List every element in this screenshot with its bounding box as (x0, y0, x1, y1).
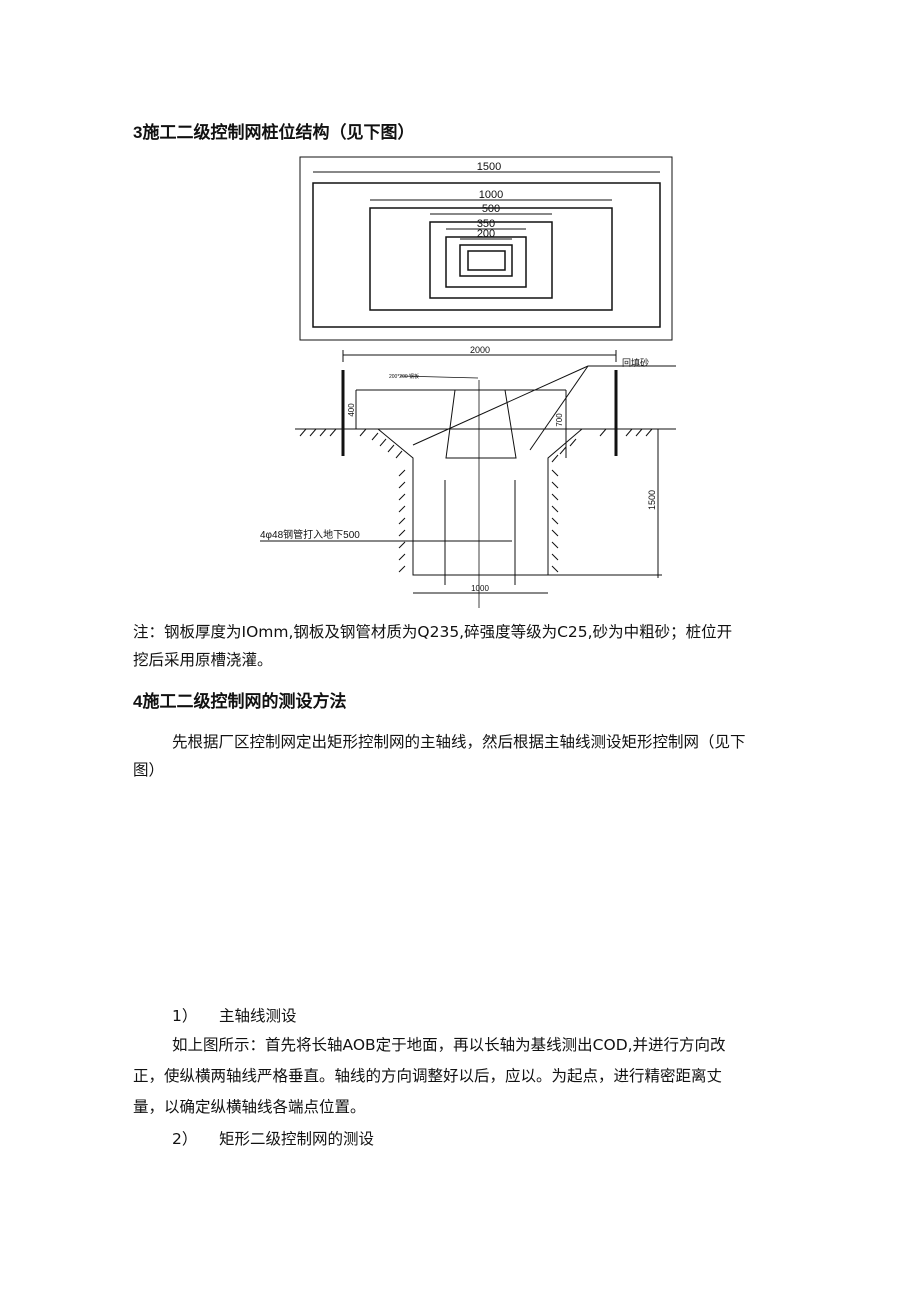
pipe-label: 4φ48钢管打入地下500 (260, 528, 360, 541)
dim-1500: 1500 (477, 161, 501, 173)
dim-500: 500 (482, 203, 500, 215)
dim-1000: 1000 (479, 189, 503, 201)
plate-label: 200*200 钢板 (389, 373, 419, 380)
dim-700: 700 (555, 413, 564, 427)
item1-line-1: 如上图所示：首先将长轴AOB定于地面，再以长轴为基线测出COD,并进行方向改 (172, 1036, 726, 1054)
section4-heading: 4施工二级控制网的测设方法 (133, 692, 347, 711)
section4-para-line-1: 先根据厂区控制网定出矩形控制网的主轴线，然后根据主轴线测设矩形控制网（见下 (172, 733, 746, 751)
dim-1000-pit: 1000 (471, 584, 489, 593)
plan-view: 1500 1000 500 350 200 (299, 156, 673, 341)
section4-para-line-2: 图） (133, 761, 165, 779)
backfill-label: 回填砂 (622, 357, 649, 368)
item1-number: 1） (172, 1007, 198, 1025)
item1-line-3: 量，以确定纵横轴线各端点位置。 (133, 1098, 366, 1116)
dim-1500-depth: 1500 (647, 490, 657, 510)
note-line-1: 注：钢板厚度为IOmm,钢板及钢管材质为Q235,碎强度等级为C25,砂为中粗砂… (133, 623, 733, 641)
item1-line-2: 正，使纵横两轴线严格垂直。轴线的方向调整好以后，应以。为起点，进行精密距离丈 (133, 1067, 723, 1085)
section3-heading: 3施工二级控制网桩位结构（见下图） (133, 123, 415, 142)
note-line-2: 挖后采用原槽浇灌。 (133, 651, 273, 669)
section-view: 2000 200*200 钢板 回填砂 400 700 1500 1000 4φ… (260, 345, 676, 608)
dim-2000: 2000 (470, 345, 490, 355)
item2-title: 矩形二级控制网的测设 (219, 1130, 375, 1148)
item1-title: 主轴线测设 (219, 1007, 297, 1025)
dim-400: 400 (347, 403, 356, 417)
pile-structure-diagram: 1500 1000 500 350 200 2000 200*200 钢板 回填… (260, 156, 676, 608)
item2-number: 2） (172, 1130, 198, 1148)
dim-200: 200 (477, 228, 495, 240)
dim-350: 350 (477, 218, 495, 230)
